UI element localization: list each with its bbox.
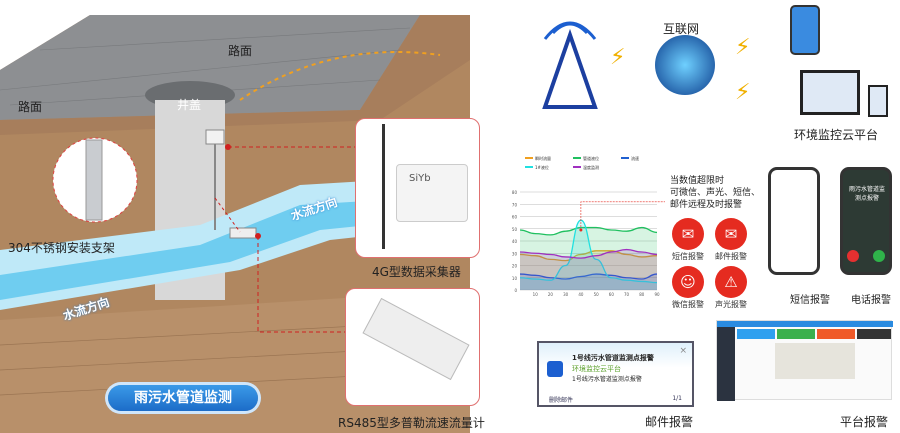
alarm-icon-label: 短信报警 — [672, 252, 704, 261]
email-body: 1号线污水管道监测点报警 — [572, 376, 642, 383]
stat-card — [817, 329, 855, 339]
email-popup: × 1号线污水管道监测点报警 环境监控云平台 1号线污水管道监测点报警 删除邮件… — [537, 341, 694, 407]
map — [775, 343, 855, 379]
stat-card — [737, 329, 775, 339]
alarm-note-line: 邮件远程及时报警 — [670, 200, 743, 210]
road-label-top: 路面 — [228, 44, 253, 58]
x-tick-label: 90 — [654, 292, 660, 297]
stat-card — [857, 329, 891, 339]
x-tick-label: 80 — [639, 292, 645, 297]
y-tick-label: 80 — [512, 190, 518, 195]
signal-icon: ⚡ — [610, 45, 626, 70]
accept-icon — [873, 250, 885, 262]
internet-label: 互联网 — [663, 22, 700, 36]
call-phone: 雨污水管道监测点报警 — [840, 167, 892, 275]
legend-label: 1#液位 — [535, 164, 549, 170]
cloud-platform-label: 环境监控云平台 — [794, 128, 879, 142]
x-tick-label: 40 — [578, 292, 584, 297]
series-area — [520, 227, 657, 290]
mail-icon: ✉ — [715, 218, 747, 250]
tablet-icon — [868, 85, 888, 117]
alarm-icon-label: 声光报警 — [715, 300, 747, 309]
x-tick-label: 60 — [609, 292, 615, 297]
delete-email-link[interactable]: 删除邮件 — [549, 397, 574, 404]
signal-icon: ⚡ — [735, 35, 751, 60]
flowmeter-panel — [345, 288, 480, 406]
y-tick-label: 20 — [512, 264, 518, 269]
legend-label: 管道液位 — [583, 155, 599, 161]
platform-header — [717, 321, 893, 327]
siren-icon: ⚠ — [715, 266, 747, 298]
bracket-label: 304不锈钢安装支架 — [8, 241, 115, 255]
legend-label: 流速 — [631, 155, 639, 161]
call-label: 电话报警 — [851, 295, 891, 306]
collector-device: SiYb — [396, 164, 468, 222]
alarm-note-line: 当数值超限时 — [670, 176, 725, 186]
threshold-leader — [580, 201, 665, 230]
series-area — [520, 249, 657, 290]
email-sender: 环境监控云平台 — [572, 365, 621, 373]
alarm-note: 当数值超限时 可微信、声光、短信、 邮件远程及时报警 — [670, 175, 760, 211]
y-tick-label: 40 — [512, 239, 518, 244]
alarm-note-line: 可微信、声光、短信、 — [670, 188, 761, 198]
close-icon[interactable]: × — [679, 346, 687, 356]
series-line — [519, 273, 658, 280]
y-tick-label: 30 — [512, 251, 518, 256]
series-line — [519, 219, 658, 284]
y-tick-label: 70 — [512, 202, 518, 207]
monitor-icon — [800, 70, 860, 115]
legend-label: 温度监测 — [583, 164, 599, 170]
platform-alarm-label: 平台报警 — [840, 415, 889, 429]
collector-logo: SiYb — [409, 173, 431, 184]
series-line — [519, 226, 658, 236]
series-line — [519, 250, 658, 262]
email-title: 1号线污水管道监测点报警 — [572, 354, 654, 362]
y-tick-label: 60 — [512, 215, 518, 220]
manhole-label: 井盖 — [177, 98, 202, 112]
x-tick-label: 50 — [594, 292, 600, 297]
y-tick-label: 0 — [514, 288, 517, 293]
pager[interactable]: 1/1 — [672, 395, 682, 402]
signal-icon: ⚡ — [735, 80, 751, 105]
wechat-icon: ☺ — [672, 266, 704, 298]
platform-sidebar — [717, 327, 735, 401]
call-text: 雨污水管道监测点报警 — [849, 186, 886, 202]
data-chart: 0 10 20 30 40 50 60 70 80 10 20 30 40 50 60 70 80 90 瞬时流量 管… — [512, 155, 665, 297]
phone-icon — [790, 5, 820, 55]
alarm-icon-label: 邮件报警 — [715, 252, 747, 261]
x-tick-label: 10 — [533, 292, 539, 297]
collector-label: 4G型数据采集器 — [372, 265, 461, 279]
flowmeter-label: RS485型多普勒流速流量计 — [338, 416, 485, 430]
x-tick-label: 30 — [563, 292, 569, 297]
series-line — [519, 248, 658, 259]
y-tick-label: 50 — [512, 227, 518, 232]
app-icon — [547, 361, 563, 377]
antenna-icon — [382, 124, 385, 249]
platform-screenshot — [716, 320, 893, 401]
sms-phone — [768, 167, 820, 275]
flowmeter-device — [362, 297, 470, 381]
x-tick-label: 20 — [548, 292, 554, 297]
x-tick-label: 70 — [624, 292, 630, 297]
tower-icon — [542, 21, 598, 109]
peak-marker — [579, 228, 583, 232]
stat-card — [777, 329, 815, 339]
collector-panel: SiYb — [355, 118, 480, 258]
legend-label: 瞬时流量 — [535, 155, 551, 161]
mail-alarm-label: 邮件报警 — [645, 415, 694, 429]
sms-label: 短信报警 — [790, 295, 830, 306]
globe-icon — [655, 35, 715, 95]
y-tick-label: 10 — [512, 276, 518, 281]
series-area — [520, 220, 657, 290]
sms-icon: ✉ — [672, 218, 704, 250]
alarm-icon-label: 微信报警 — [672, 300, 704, 309]
road-label-left: 路面 — [18, 100, 43, 114]
decline-icon — [847, 250, 859, 262]
title-badge: 雨污水管道监测 — [108, 385, 258, 411]
